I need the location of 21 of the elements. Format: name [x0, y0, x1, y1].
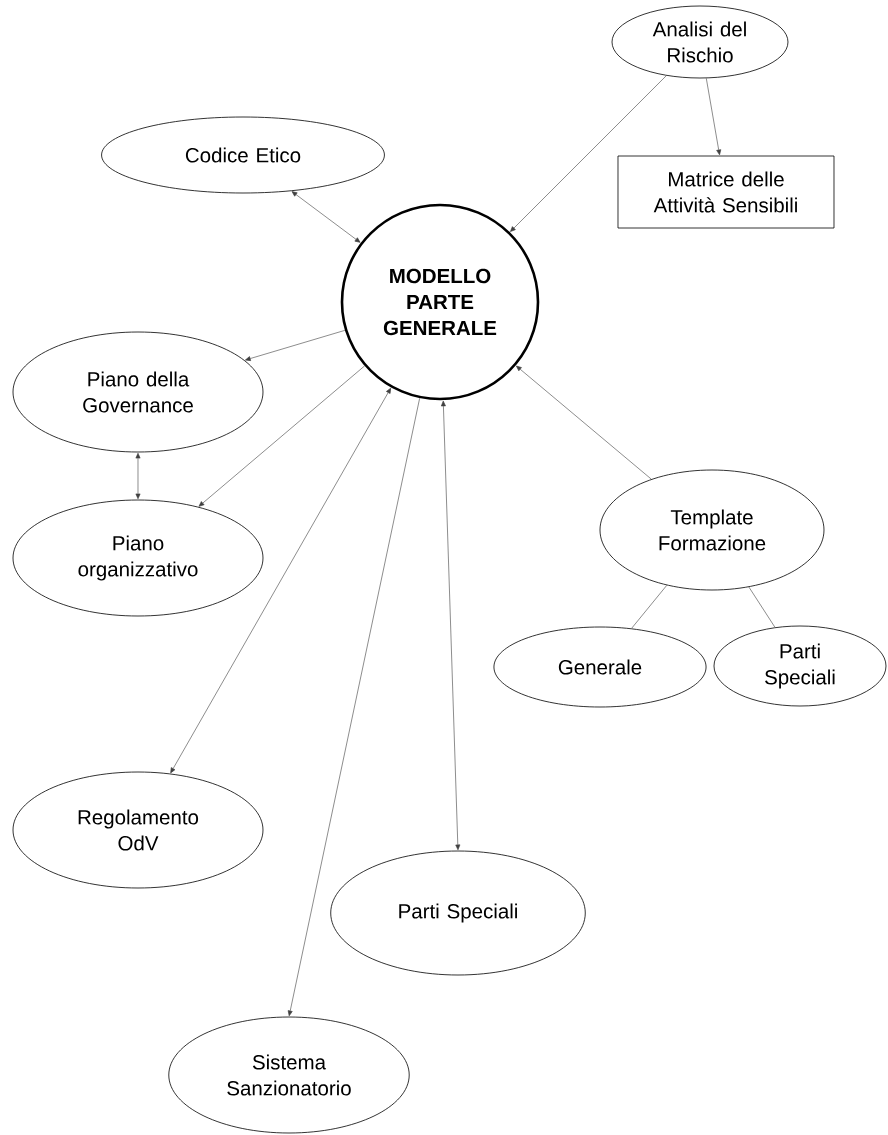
- ellipse-node: Template Formazione: [599, 469, 825, 591]
- arrow: [245, 330, 346, 361]
- arrow: [287, 397, 420, 1017]
- arrow: [440, 400, 461, 851]
- arrow: [706, 78, 722, 156]
- ellipse-node: Piano organizzativo: [12, 499, 264, 617]
- arrow: [516, 365, 652, 480]
- ellipse-node: Sistema Sanzionatorio: [168, 1016, 410, 1134]
- arrow: [510, 75, 667, 232]
- ellipse-node: Parti Speciali: [330, 850, 586, 976]
- ellipse-node: Generale: [493, 626, 707, 708]
- ellipse-node: Regolamento OdV: [12, 771, 264, 889]
- arrow: [170, 387, 391, 774]
- arrow: [198, 365, 365, 507]
- arrow: [135, 452, 141, 500]
- ellipse-node: Piano della Governance: [12, 331, 264, 453]
- arrow: [291, 191, 361, 243]
- ellipse-node: Analisi del Rischio: [611, 5, 789, 79]
- ellipse-node: Codice Etico: [101, 116, 385, 194]
- process-box: Matrice delle Attività Sensibili: [617, 155, 835, 229]
- ellipse-node: Parti Speciali: [713, 625, 887, 707]
